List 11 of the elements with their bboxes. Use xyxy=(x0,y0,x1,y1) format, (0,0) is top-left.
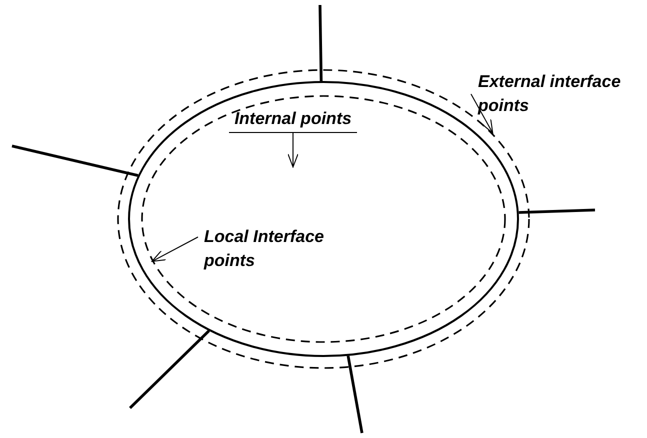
callout-label: Internal points xyxy=(229,107,357,133)
callout-label: Local Interface points xyxy=(204,225,374,273)
callout-label: External interface points xyxy=(478,70,628,118)
leader-arrow xyxy=(470,94,494,134)
connection-line xyxy=(12,144,138,177)
connection-line xyxy=(318,4,323,82)
connection-line xyxy=(346,356,364,434)
connection-line xyxy=(518,208,596,214)
leader-arrow xyxy=(288,132,298,168)
connection-line xyxy=(129,330,210,409)
leader-arrow xyxy=(152,236,198,262)
